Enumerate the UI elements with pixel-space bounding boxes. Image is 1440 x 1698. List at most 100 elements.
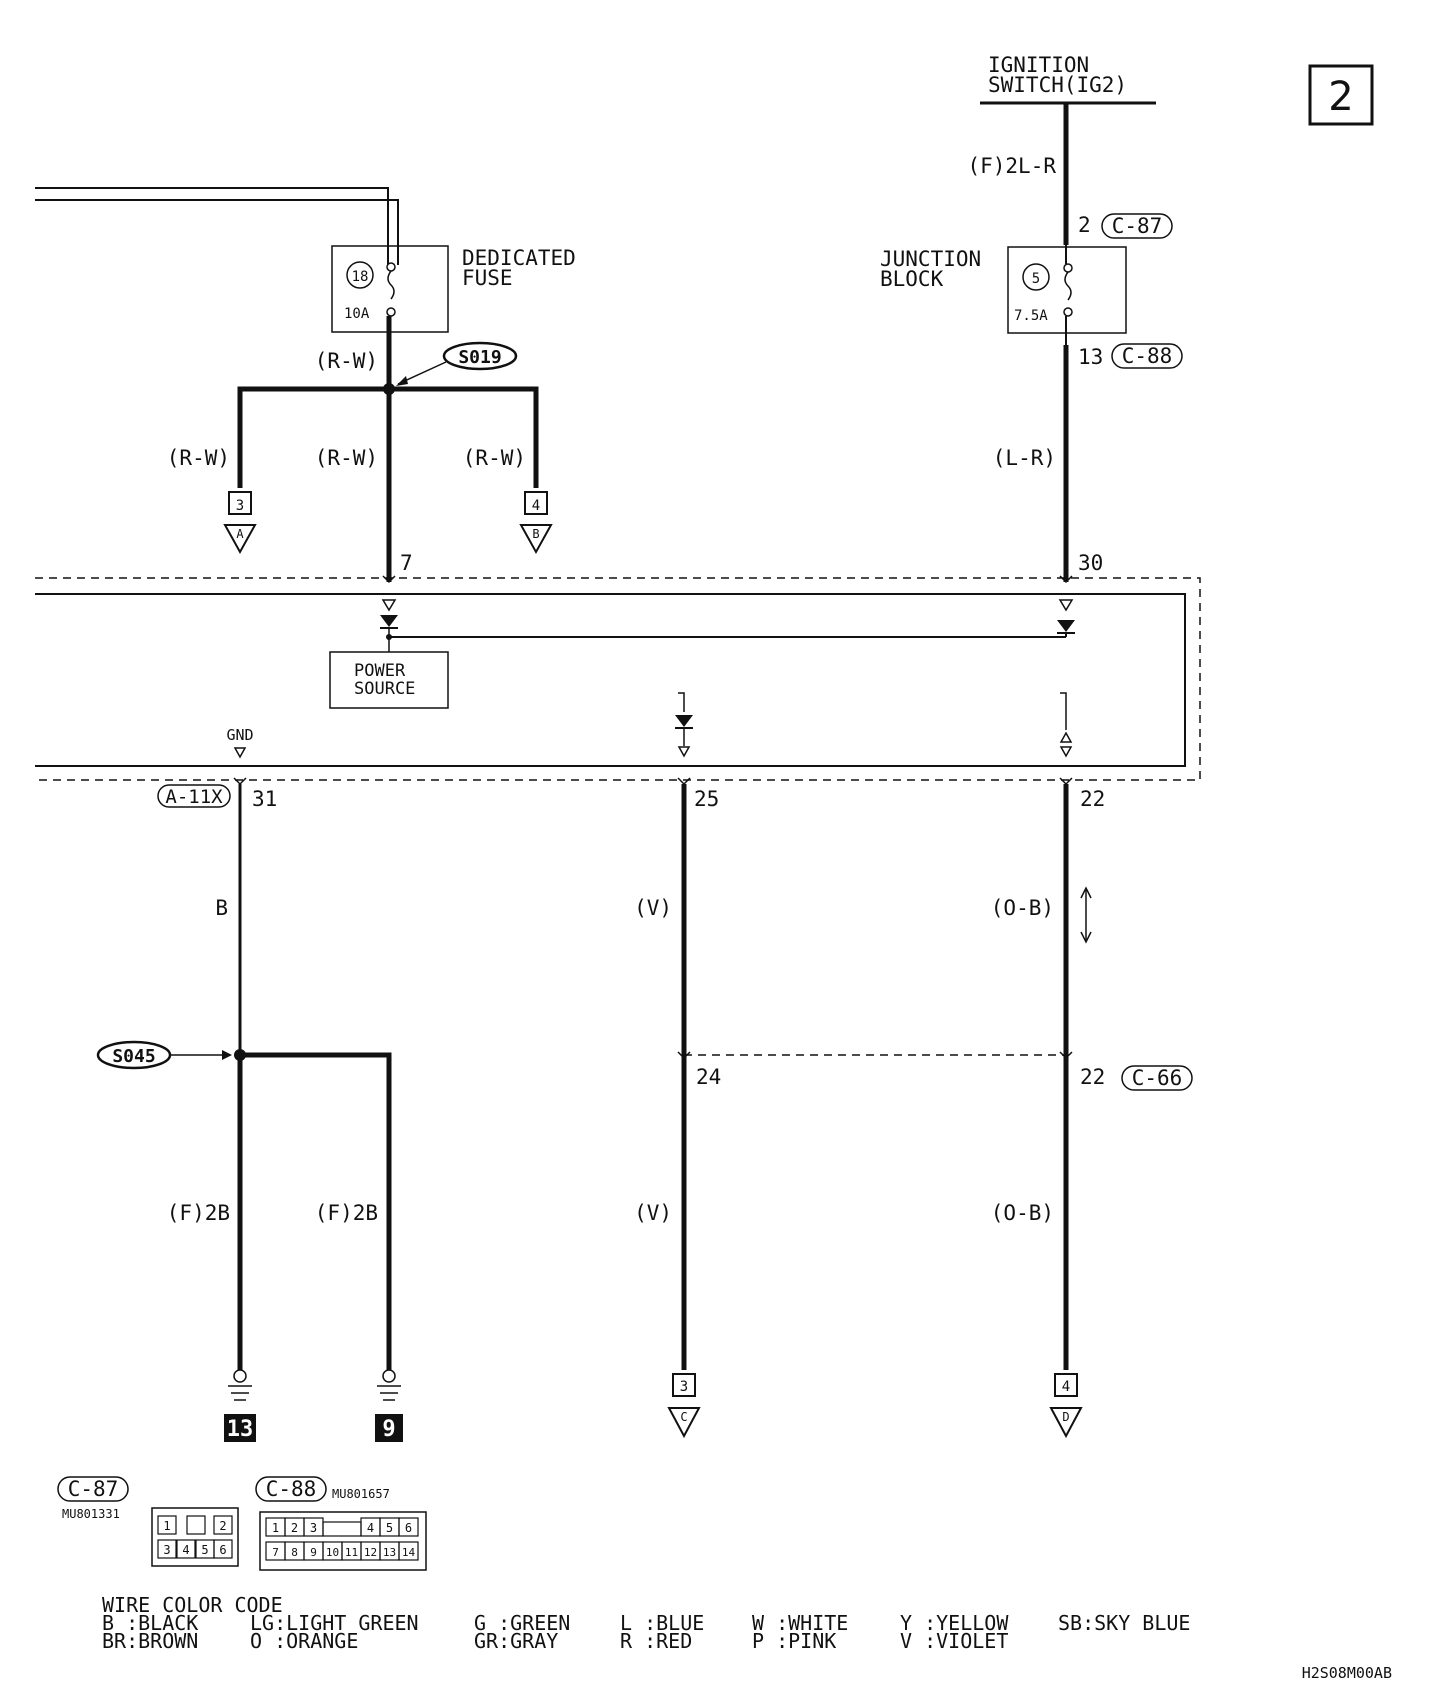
ecu-diode-left bbox=[380, 615, 398, 627]
c88-pin-14-label: 14 bbox=[402, 1546, 416, 1559]
splice-s019-arrowhead bbox=[396, 376, 408, 386]
wire-label-branch-right: (R-W) bbox=[463, 446, 526, 470]
offpage-a-arrow bbox=[223, 524, 257, 555]
terminal-22-mark bbox=[1059, 777, 1073, 786]
wire-branch-right bbox=[389, 386, 539, 488]
splice-s019-label: S019 bbox=[458, 347, 501, 368]
fuse-number: 18 bbox=[352, 269, 369, 285]
ground2-badge bbox=[375, 1414, 403, 1442]
c88-pin-7-label: 7 bbox=[272, 1546, 279, 1559]
c87-pin-2 bbox=[213, 1515, 233, 1535]
ecu-outline-inner bbox=[35, 593, 1186, 767]
splice-s045-label: S045 bbox=[112, 1046, 155, 1067]
jb-fuse-number-circle bbox=[1022, 263, 1050, 291]
wcc-r: R :RED bbox=[620, 1629, 692, 1653]
wcc-w: W :WHITE bbox=[752, 1611, 848, 1635]
offpage-a-number: 3 bbox=[236, 498, 244, 514]
pin-24: 24 bbox=[696, 1065, 721, 1089]
c87-latch bbox=[186, 1515, 206, 1535]
ecu-outline-dashed bbox=[35, 577, 1201, 781]
offpage-a-box bbox=[228, 491, 252, 515]
bidirectional-arrow-bottom bbox=[1080, 931, 1092, 944]
wire-label-gnd: B bbox=[215, 896, 228, 920]
jb-fuse-element bbox=[1064, 271, 1072, 301]
wcc-l: L :BLUE bbox=[620, 1611, 704, 1635]
connector-ob-mark bbox=[1059, 1051, 1073, 1060]
fuse-terminal-bottom bbox=[386, 307, 396, 317]
connector-view-c87-part: MU801331 bbox=[62, 1507, 120, 1521]
wcc-sb: SB:SKY BLUE bbox=[1058, 1611, 1190, 1635]
offpage-d-box bbox=[1054, 1373, 1078, 1397]
ecu-input-30-triangle bbox=[1058, 599, 1074, 612]
fuse-number-circle bbox=[346, 261, 374, 289]
terminal-7-mark bbox=[382, 575, 396, 584]
ground1-terminal bbox=[233, 1369, 247, 1383]
ignition-switch-label-1: IGNITION bbox=[988, 53, 1089, 77]
pin-25: 25 bbox=[694, 787, 719, 811]
c88-pin-9-label: 9 bbox=[310, 1546, 317, 1559]
terminal-31-mark bbox=[233, 777, 247, 786]
connector-view-c87-body bbox=[151, 1507, 239, 1567]
wcc-v: V :VIOLET bbox=[900, 1629, 1008, 1653]
ecu-io22-down-triangle bbox=[1059, 746, 1073, 758]
c87-pin-2-label: 2 bbox=[219, 1519, 226, 1533]
ignition-switch-label-2: SWITCH(IG2) bbox=[988, 73, 1127, 97]
offpage-c-letter: C bbox=[680, 1410, 687, 1424]
c88-pin-10-label: 10 bbox=[326, 1546, 339, 1559]
wire-from-left-page-outline bbox=[35, 199, 399, 265]
wire-label-v-lower: (V) bbox=[634, 1201, 672, 1225]
connector-a11x-label: A-11X bbox=[165, 786, 223, 808]
ground2-number: 9 bbox=[382, 1417, 395, 1442]
jb-fuse-terminal-top bbox=[1063, 263, 1073, 273]
wcc-lg: LG:LIGHT GREEN bbox=[250, 1611, 419, 1635]
c88-pin-1-label: 1 bbox=[272, 1521, 279, 1535]
wire-label-ground2: (F)2B bbox=[315, 1201, 378, 1225]
connector-view-c88-tag bbox=[255, 1476, 327, 1502]
connector-c88-label: C-88 bbox=[1122, 344, 1173, 368]
wire-color-code-title: WIRE COLOR CODE bbox=[102, 1593, 283, 1617]
terminal-30-mark bbox=[1059, 575, 1073, 584]
c88-pin-8-label: 8 bbox=[291, 1546, 298, 1559]
junction-block-label-1: JUNCTION bbox=[880, 247, 981, 271]
wire-from-left-page bbox=[35, 187, 389, 265]
connector-view-c87-tag bbox=[57, 1476, 129, 1502]
wire-ground2 bbox=[240, 1052, 392, 1370]
fuse-element bbox=[387, 270, 395, 300]
c87-pin-5-label: 5 bbox=[201, 1543, 208, 1557]
wcc-gr: GR:GRAY bbox=[474, 1629, 558, 1653]
splice-s045-arrowhead bbox=[222, 1050, 232, 1060]
connector-v-mark bbox=[677, 1051, 691, 1060]
offpage-d-arrow bbox=[1049, 1407, 1083, 1439]
offpage-d-number: 4 bbox=[1062, 1379, 1070, 1395]
connector-c66-label: C-66 bbox=[1132, 1066, 1183, 1090]
pin-22b: 22 bbox=[1080, 1065, 1105, 1089]
wcc-o: O :ORANGE bbox=[250, 1629, 358, 1653]
junction-block-label-2: BLOCK bbox=[880, 267, 944, 291]
c88-pin-2-label: 2 bbox=[291, 1521, 298, 1535]
c87-pin-3-label: 3 bbox=[163, 1543, 170, 1557]
wire-branch-left bbox=[237, 386, 389, 488]
ground1-number: 13 bbox=[227, 1417, 254, 1442]
offpage-c-arrow bbox=[667, 1407, 701, 1439]
c87-pin-1-label: 1 bbox=[163, 1519, 170, 1533]
dedicated-fuse-label-2: FUSE bbox=[462, 266, 513, 290]
c87-pin-1 bbox=[157, 1515, 177, 1535]
connector-tag-c87 bbox=[1101, 213, 1173, 239]
page-number: 2 bbox=[1328, 74, 1353, 120]
pin-jb-out: 13 bbox=[1078, 345, 1103, 369]
connector-tag-c66 bbox=[1121, 1065, 1193, 1091]
pin-30: 30 bbox=[1078, 551, 1103, 575]
ecu-io22-up-triangle bbox=[1059, 731, 1073, 743]
c88-pin-11-label: 11 bbox=[345, 1546, 358, 1559]
offpage-b-letter: B bbox=[532, 527, 539, 541]
pin-7: 7 bbox=[400, 551, 413, 575]
page-number-box bbox=[1308, 64, 1374, 126]
c88-pin-6-label: 6 bbox=[405, 1521, 412, 1535]
ecu-internal-node bbox=[386, 634, 392, 640]
wire-label-branch-mid: (R-W) bbox=[315, 446, 378, 470]
wcc-p: P :PINK bbox=[752, 1629, 836, 1653]
jb-fuse-rating: 7.5A bbox=[1014, 308, 1048, 324]
wire-label-ground1: (F)2B bbox=[167, 1201, 230, 1225]
